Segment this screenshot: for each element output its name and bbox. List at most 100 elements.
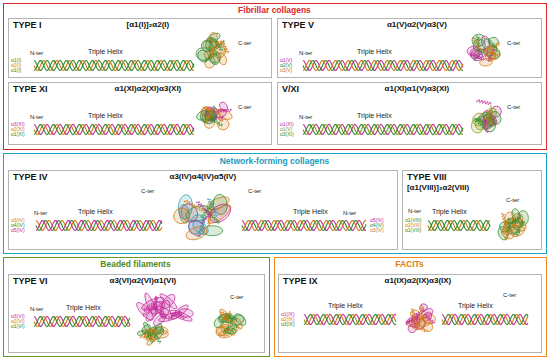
group-heading: FACITs (395, 260, 424, 269)
group-heading: Network-forming collagens (220, 157, 330, 166)
protein-coil (505, 227, 513, 240)
helix-strand (428, 221, 490, 231)
helix-strand (36, 221, 162, 231)
domain-label: Triple Helix (88, 48, 123, 55)
terminus-label: N-ter (34, 210, 47, 216)
terminus-label: C-ter (507, 40, 520, 46)
collagen-type: TYPE IV (13, 173, 48, 182)
helix-strand (242, 221, 366, 231)
helix-strand (34, 125, 194, 135)
chain-formula: [α1(I)]₂α2(I) (127, 21, 170, 29)
protein-coil (208, 37, 213, 51)
chain-label: α3(IX) (281, 322, 295, 327)
protein-coil (210, 118, 223, 127)
collagen-type: TYPE V (282, 21, 314, 30)
protein-coil (417, 315, 426, 327)
chain-formula: α1(XI)α2(XI)α3(XI) (115, 85, 182, 93)
terminus-label: C-ter (506, 197, 519, 203)
helix-strand (442, 315, 528, 325)
protein-coil (184, 200, 202, 212)
terminus-label: C-ter (238, 104, 251, 110)
collagen-type: TYPE I (13, 21, 42, 30)
protein-coil (173, 312, 186, 319)
domain-label: Triple Helix (328, 302, 363, 309)
helix-strand (242, 221, 366, 231)
protein-coil (154, 297, 157, 311)
chain-formula: α1(V)α2(V)α3(V) (387, 21, 447, 29)
helix-strand (304, 315, 396, 325)
group-heading: Beaded filaments (100, 260, 170, 269)
terminus-label: N-ter (30, 114, 43, 120)
terminus-label: C-ter (503, 292, 516, 298)
protein-domain (143, 292, 158, 317)
group-panel: Network-forming collagensTYPE IVα3(IV)α4… (3, 153, 547, 254)
helix-strand (442, 315, 528, 325)
protein-coil (490, 110, 494, 124)
protein-coil (501, 213, 507, 226)
helix-strand (34, 317, 130, 327)
terminus-label: N-ter (299, 50, 312, 56)
protein-domain (171, 205, 193, 226)
collagen-box: TYPE IXα1(IX)α2(IX)α3(IX)Triple HelixC-t… (278, 274, 542, 353)
helix-strand (36, 221, 162, 231)
protein-coil (486, 38, 497, 49)
helix-strand (303, 125, 463, 135)
collagen-type: V/XI (282, 85, 299, 94)
protein-coil (472, 37, 481, 50)
terminus-label: C-ter (230, 294, 243, 300)
protein-coil (197, 217, 205, 237)
domain-label: Triple Helix (432, 208, 467, 215)
protein-coil (145, 331, 153, 336)
chain-formula: α1(XI)α1(V)α3(XI) (385, 85, 450, 93)
group-panel: Beaded filamentsTYPE VIα3(VI)α2(VI)α1(VI… (3, 257, 270, 357)
group-panel: FACITsTYPE IXα1(IX)α2(IX)α3(IX)Triple He… (274, 257, 547, 357)
terminus-label: C-ter (248, 188, 261, 194)
chain-label: α3(XI) (280, 132, 294, 137)
helix-strand (303, 61, 463, 71)
protein-coil (228, 324, 237, 334)
helix-strand (34, 61, 194, 71)
helix-strand (34, 61, 194, 71)
chain-label: α1(I) (11, 68, 21, 73)
helix-strand (304, 315, 396, 325)
helix-strand (303, 61, 463, 71)
collagen-box: TYPE VIα3(VI)α2(VI)α1(VI)N-terTriple Hel… (8, 274, 265, 353)
helix-strand (304, 315, 396, 325)
helix-strand (442, 315, 528, 325)
protein-coil (414, 324, 427, 331)
collagen-box: TYPE IVα3(IV)α4(IV)α5(IV)N-terTriple Hel… (8, 170, 398, 250)
protein-coil (487, 42, 501, 50)
chain-label: α3(IV) (370, 228, 384, 233)
collagen-box: TYPE VIII[α1(VIII)]₂α2(VIII)N-terTriple … (402, 170, 542, 250)
domain-label: Triple Helix (88, 112, 123, 119)
collagen-type: TYPE VI (13, 277, 48, 286)
domain-label: Triple Helix (357, 48, 392, 55)
domain-label: Triple Helix (357, 112, 392, 119)
terminus-label: N-ter (343, 210, 356, 216)
group-panel: Fibrillar collagensTYPE I[α1(I)]₂α2(I)N-… (3, 3, 547, 150)
chain-label: α1(XI) (11, 132, 25, 137)
protein-coil (221, 311, 231, 320)
terminus-label: N-ter (30, 306, 43, 312)
collagen-box: TYPE V α1(V)α2(V)α3(V) N-ter Triple Helix C-… (277, 18, 542, 78)
collagen-type: TYPE VIII (407, 173, 447, 182)
protein-coil (485, 50, 498, 57)
chain-formula: α1(IX)α2(IX)α3(IX) (385, 277, 452, 285)
helix-strand (303, 125, 463, 135)
protein-domain (184, 224, 208, 242)
helix-strand (34, 125, 194, 135)
terminus-label: N-ter (408, 208, 421, 214)
chain-label: α1(VIII) (405, 228, 422, 233)
helix-strand (242, 221, 366, 231)
collagen-box: TYPE XIα1(XI)α2(XI)α3(XI)N-terTriple Hel… (8, 82, 272, 145)
chain-label: α3(V) (280, 68, 292, 73)
helix-strand (36, 221, 162, 231)
helix-strand (34, 317, 130, 327)
collagen-box: V/XIα1(XI)α1(V)α3(XI)N-terTriple HelixC-… (277, 82, 542, 145)
helix-strand (303, 61, 463, 71)
protein-coil (516, 222, 524, 235)
protein-coil (411, 309, 416, 323)
protein-coil (510, 216, 521, 226)
terminus-label: N-ter (30, 50, 43, 56)
